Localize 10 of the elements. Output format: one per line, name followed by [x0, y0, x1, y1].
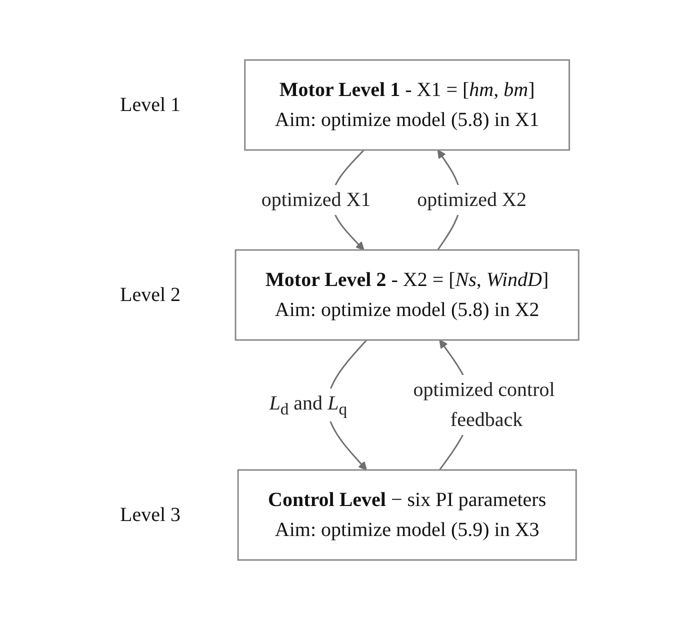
- edge-label: L$_{d}$ and L$_{q}$: [269, 392, 348, 418]
- node-label: Level 3: [120, 503, 181, 526]
- node-label: Level 2: [120, 283, 181, 306]
- node-label: Level 1: [120, 94, 181, 116]
- edge-label: optimized X1: [262, 188, 371, 210]
- node-box: Control Level − six PI parameters Aim: optimize model (5.9) in X3: [238, 468, 578, 560]
- node-box: Motor Level 1 - X1 = [hm, bm] Aim: optimize model (5.8) in X1: [244, 58, 570, 150]
- node-box: Motor Level 2 - X2 = [Ns, WindD] Aim: optimize model (5.8) in X2: [235, 248, 580, 340]
- edge-label: optimized control feedback: [413, 378, 556, 430]
- edge-label: optimized X2: [417, 188, 527, 210]
